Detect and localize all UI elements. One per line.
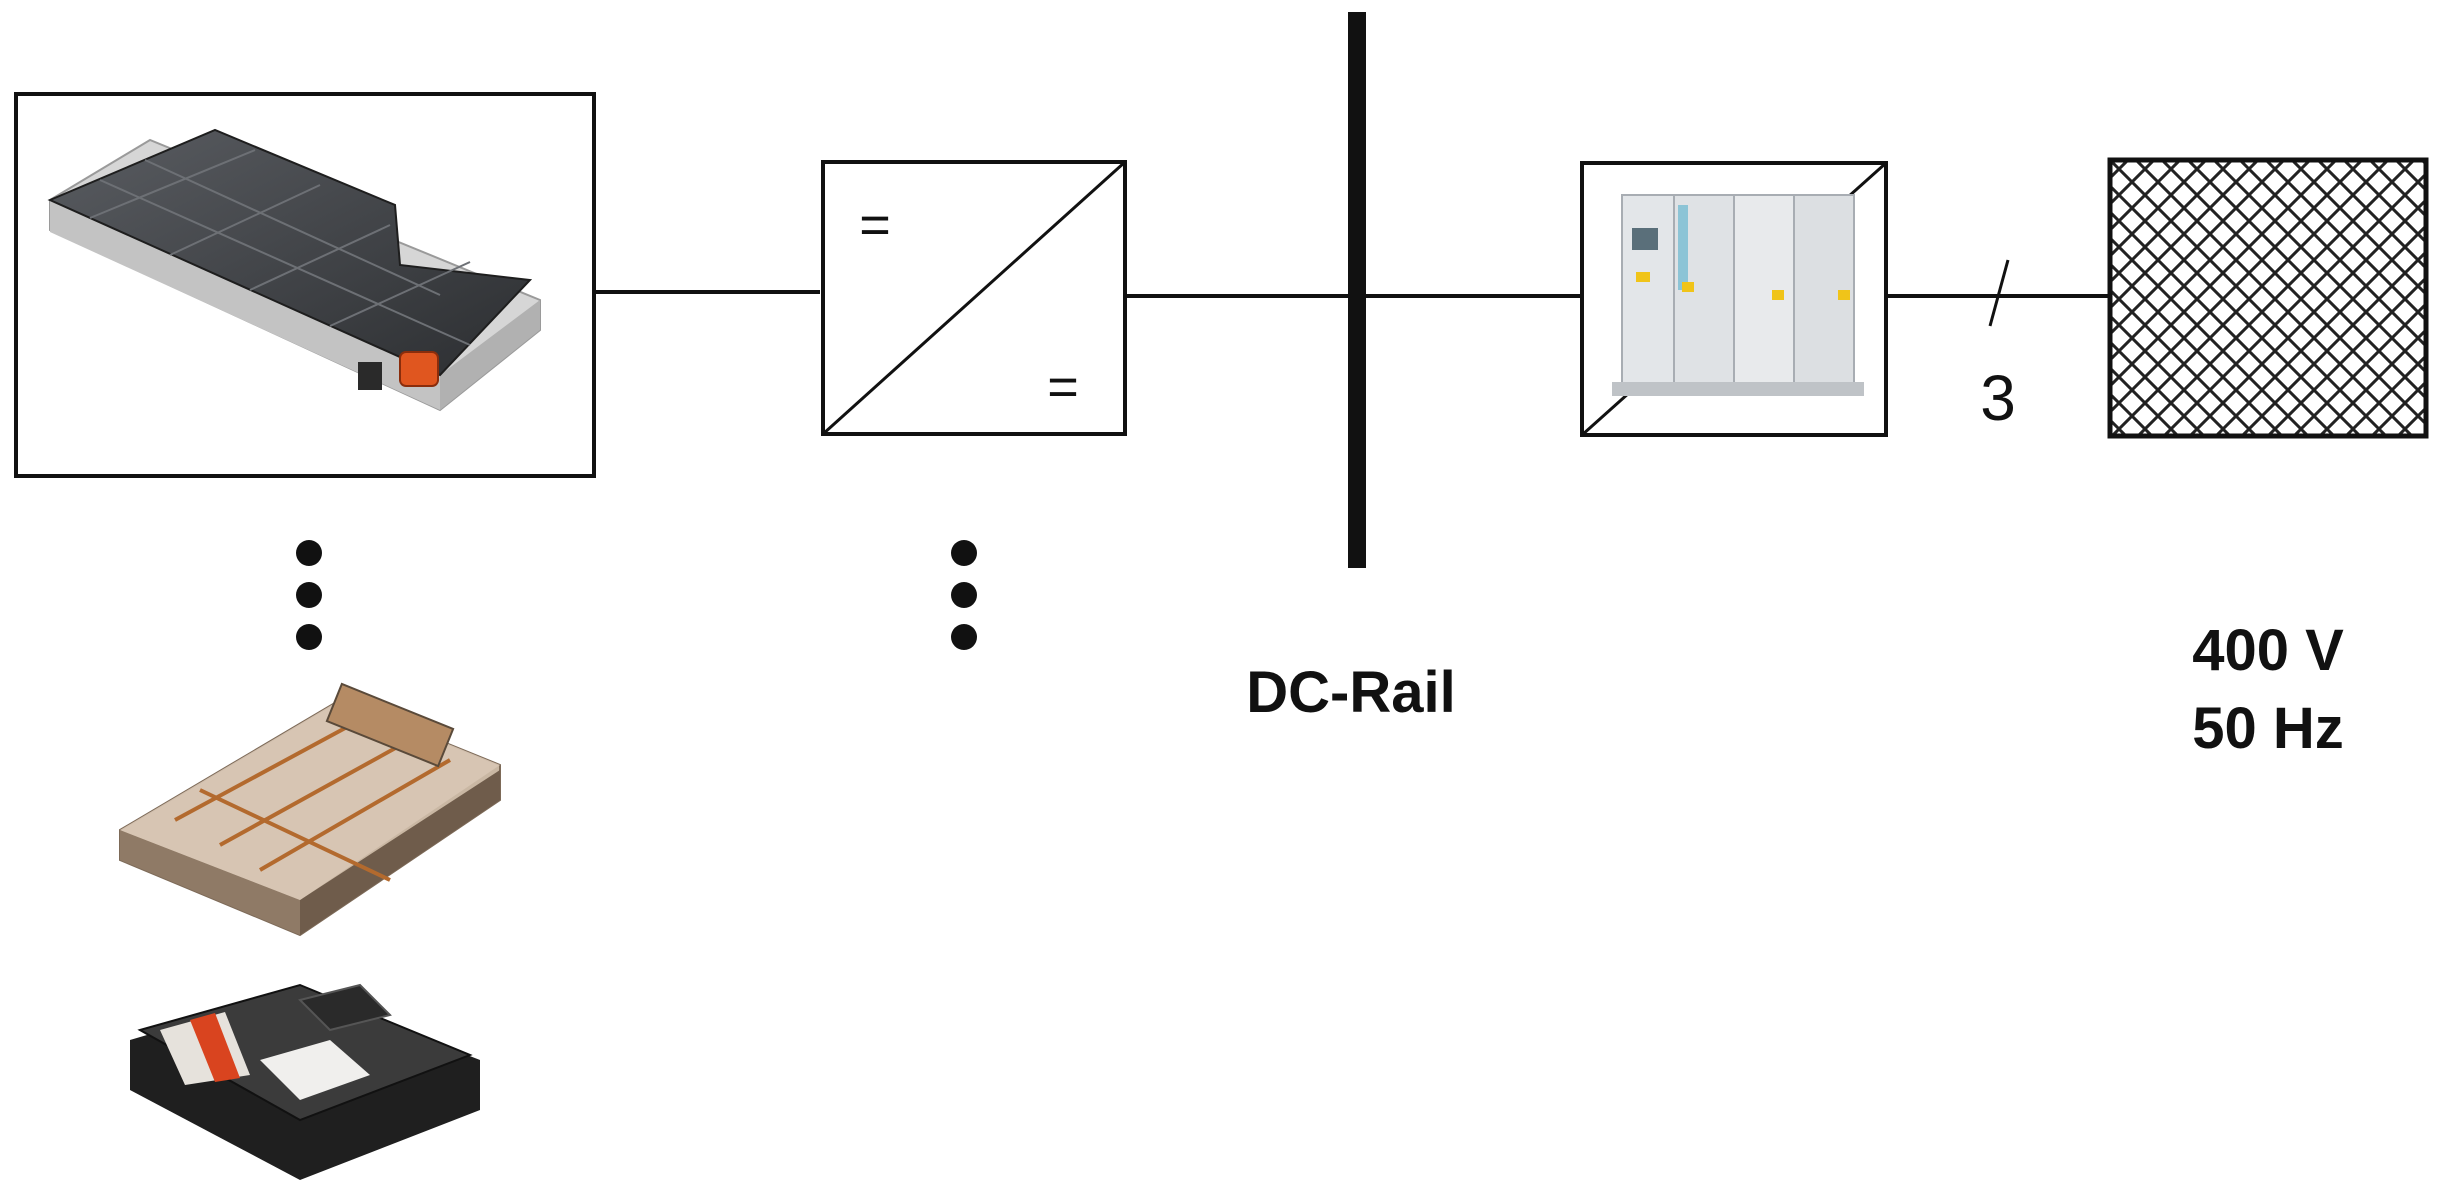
phase-count-tick xyxy=(1988,259,2010,327)
inverter-cabinet-image xyxy=(1612,194,1864,396)
continuation-dots-batteries xyxy=(296,540,322,650)
dc-rail-bus-bar xyxy=(1348,12,1366,568)
battery-pack-image-3 xyxy=(130,983,480,1180)
continuation-dots-converters xyxy=(951,540,977,650)
grid-voltage-label: 400 V xyxy=(2192,618,2344,683)
battery-module-box xyxy=(14,92,596,478)
converter-input-symbol: = xyxy=(859,195,891,255)
converter-output-symbol: = xyxy=(1047,357,1079,417)
inverter-cabinet-box xyxy=(1580,161,1888,437)
power-grid-box xyxy=(2107,157,2429,439)
battery-pack-image xyxy=(47,128,541,412)
dc-dc-converter: = = xyxy=(821,160,1127,436)
grid-frequency-label: 50 Hz xyxy=(2192,696,2344,761)
phase-count-label: 3 xyxy=(1980,362,2016,434)
dc-rail-label: DC-Rail xyxy=(1246,660,1455,725)
battery-pack-image-2 xyxy=(119,682,501,937)
